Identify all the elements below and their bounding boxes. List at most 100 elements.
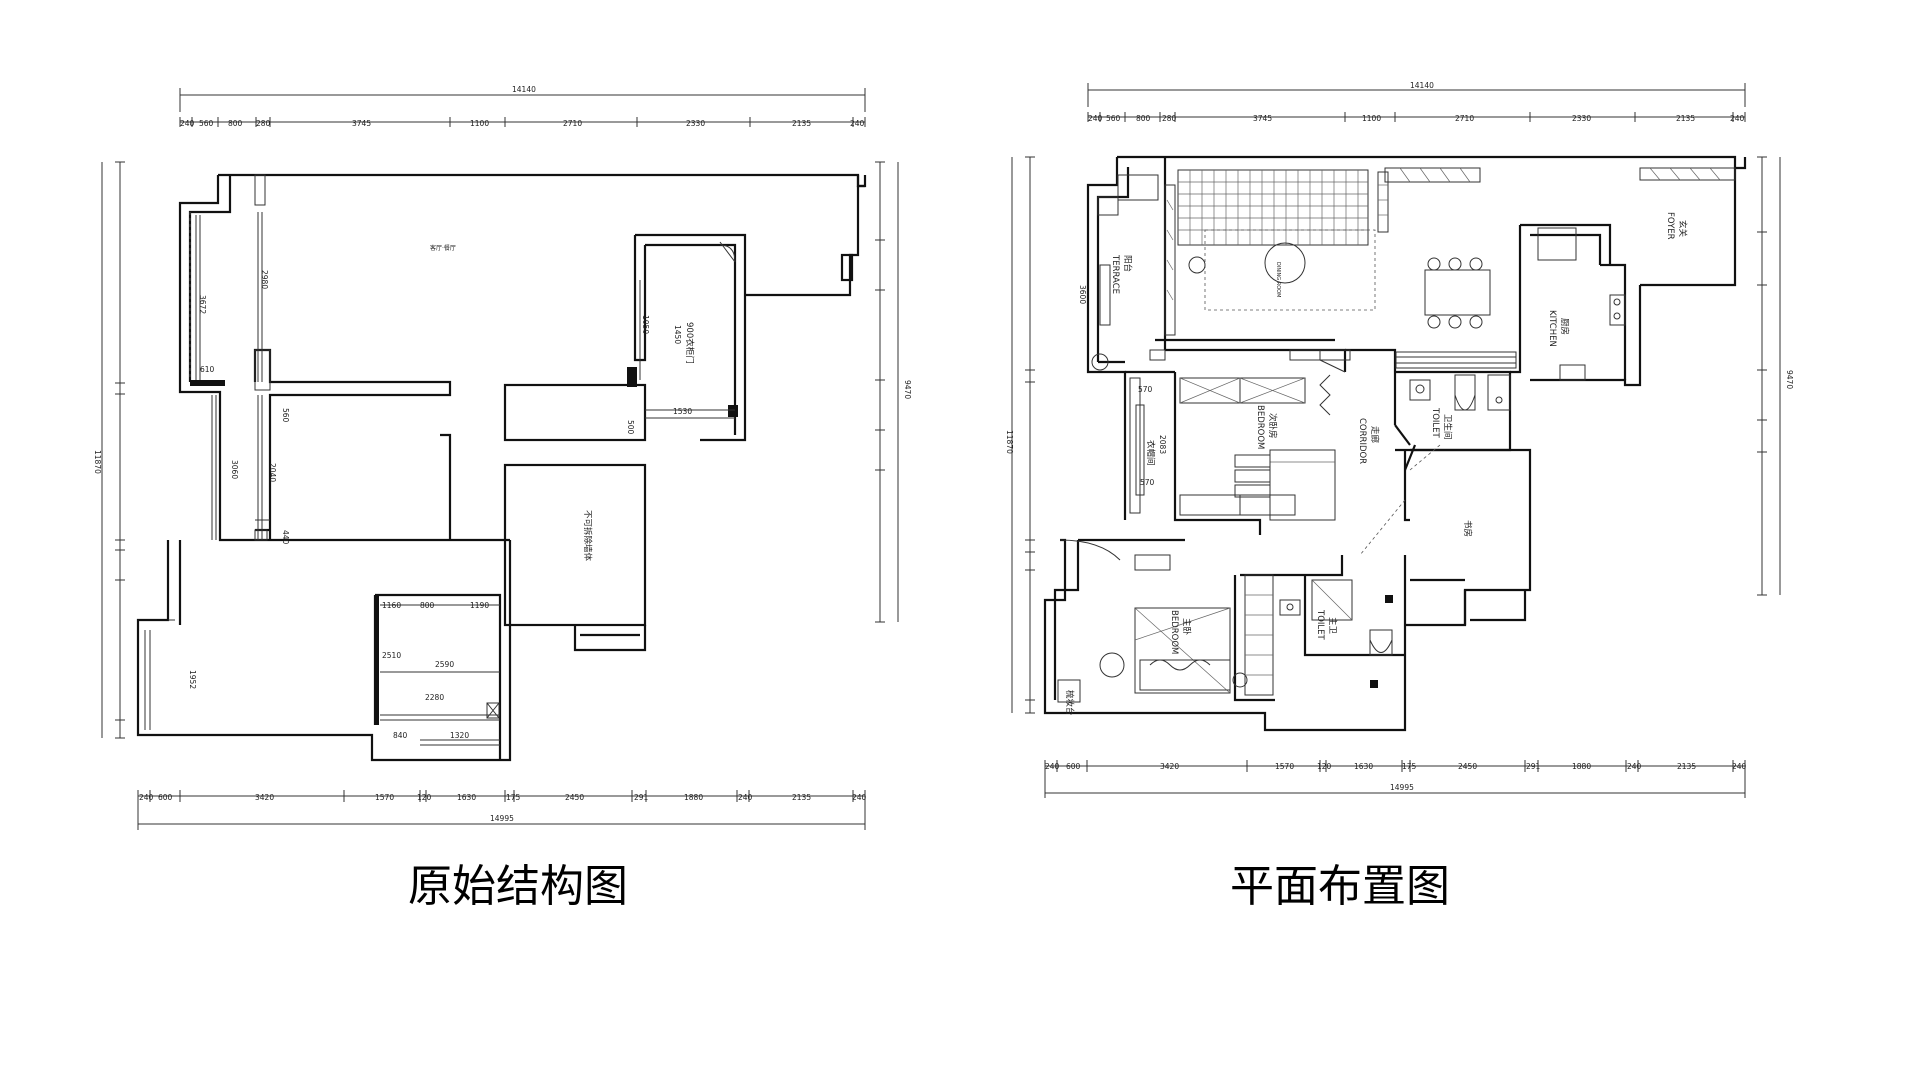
left-bottom-seg-12: 240 [852,793,867,802]
right-bottom-seg-11: 2135 [1677,762,1696,771]
left-top-seg-4: 3745 [352,119,371,128]
right-bottom-seg-4: 120 [1317,762,1332,771]
left-bottom-seg-1: 600 [158,793,173,802]
right-top-ticks [1087,112,1746,122]
right-inner-2083: 2083 [1158,435,1167,454]
right-bottom-dimension: 240 600 3420 1570 120 1630 175 2450 291 … [1044,760,1747,798]
left-right-dimension: 9470 [875,161,912,623]
left-room-living: 客厅·餐厅 [430,244,456,252]
left-inner-3060: 3060 [230,460,239,479]
right-bottom-seg-12: 240 [1732,762,1747,771]
left-walls [136,173,867,762]
left-bottom-seg-5: 1630 [457,793,476,802]
right-room-toilet2-cn: 卫生间 [1442,414,1453,440]
left-bottom-seg-11: 2135 [792,793,811,802]
left-inner-1160: 1160 [382,601,401,610]
left-inner-labels: 2980 3672 3060 2040 1952 2510 2590 2280 … [188,270,692,740]
right-bottom-seg-9: 1880 [1572,762,1591,771]
right-room-bedroom2: BEDROOM [1255,405,1265,449]
right-top-dimension: 14140 240 560 800 28 [1087,81,1746,123]
right-top-seg-1: 560 [1106,114,1121,123]
right-room-foyer: FOYER [1665,212,1675,240]
left-top-seg-2: 800 [228,119,243,128]
left-inner-1190: 1190 [470,601,489,610]
right-right-dimension: 9470 [1757,156,1794,596]
left-room-nonremovable: 不可拆除墙体 [582,510,593,562]
right-bottom-seg-3: 1570 [1275,762,1294,771]
right-room-corridor: CORRIDOR [1357,418,1367,464]
right-top-seg-7: 2330 [1572,114,1591,123]
right-room-master-bedroom-cn: 主卧 [1181,618,1192,636]
left-inner-3672: 3672 [198,295,207,314]
left-right-total: 9470 [903,380,912,399]
right-top-seg-5: 1100 [1362,114,1381,123]
left-bottom-seg-7: 2450 [565,793,584,802]
left-bottom-total: 14995 [490,814,514,823]
right-room-kitchen-cn: 厨房 [1559,318,1570,335]
right-room-kitchen: KITCHEN [1547,310,1557,347]
right-room-closet: 衣帽间 [1145,440,1156,466]
left-top-seg-5: 1100 [470,119,489,128]
right-room-terrace-cn: 阳台 [1122,255,1133,272]
caption-floor-layout: 平面布置图 [1230,861,1450,912]
left-inner-2510: 2510 [382,651,401,660]
right-bottom-seg-10: 240 [1627,762,1642,771]
right-bottom-seg-5: 1630 [1354,762,1373,771]
left-inner-2590: 2590 [435,660,454,669]
left-inner-1952: 1952 [188,670,197,689]
right-top-seg-2: 800 [1136,114,1151,123]
left-left-dimension: 11870 [93,161,125,739]
left-bottom-seg-3: 1570 [375,793,394,802]
left-top-seg-3: 280 [256,119,271,128]
left-inner-2040: 2040 [268,463,277,482]
left-top-seg-6: 2710 [563,119,582,128]
right-plan: 14140 240 560 800 28 [1005,81,1794,798]
right-room-foyer-cn: 玄关 [1677,220,1688,238]
left-inner-440: 440 [281,530,290,545]
right-left-total: 11870 [1005,430,1014,454]
left-inner-500: 500 [626,420,635,435]
left-inner-2280: 2280 [425,693,444,702]
left-bottom-seg-4: 120 [417,793,432,802]
right-room-dressing: 梳妆台 [1064,690,1075,716]
right-walls [1043,155,1747,732]
left-inner-610: 610 [200,365,215,374]
right-bottom-seg-0: 240 [1045,762,1060,771]
left-plan: 14140 240 560 800 28 [93,85,912,830]
left-inner-1530: 1530 [673,407,692,416]
dining-tile-grid [1178,170,1368,245]
left-inner-840: 840 [393,731,408,740]
left-top-total: 14140 [512,85,536,94]
left-bottom-seg-0: 240 [139,793,154,802]
left-top-seg-0: 240 [180,119,195,128]
left-room-wardrobe: 900衣柜门 [684,322,695,364]
left-inner-1050: 1050 [641,315,650,334]
right-top-total: 14140 [1410,81,1434,90]
left-top-seg-7: 2330 [686,119,705,128]
right-bottom-ticks [1044,760,1746,798]
right-right-total: 9470 [1785,370,1794,389]
right-inner-570-b: 570 [1140,478,1155,487]
right-top-seg-6: 2710 [1455,114,1474,123]
right-top-seg-8: 2135 [1676,114,1695,123]
caption-original-structure: 原始结构图 [408,861,628,912]
left-inner-800: 800 [420,601,435,610]
right-room-terrace: TERRACE [1110,254,1120,294]
left-bottom-seg-10: 240 [738,793,753,802]
right-room-labels: TERRACE 阳台 KITCHEN 厨房 FOYER 玄关 BEDROOM 次… [1064,212,1688,716]
right-inner-labels: 570 2083 570 3600 [1078,285,1167,487]
left-bottom-ticks [137,790,866,830]
left-top-seg-9: 240 [850,119,865,128]
right-room-toilet2: TOILET [1430,407,1440,438]
right-room-master-toilet: TOILET [1315,609,1325,640]
left-top-ticks [179,117,866,127]
left-top-seg-1: 560 [199,119,214,128]
left-bottom-seg-8: 291 [634,793,649,802]
right-room-corridor-cn: 走廊 [1369,426,1380,444]
right-bottom-seg-8: 291 [1526,762,1541,771]
right-bottom-total: 14995 [1390,783,1414,792]
left-inner-1450: 1450 [673,325,682,344]
left-inner-560: 560 [281,408,290,423]
left-bottom-dimension: 240 600 3420 1570 120 1630 175 2450 291 … [137,790,867,830]
